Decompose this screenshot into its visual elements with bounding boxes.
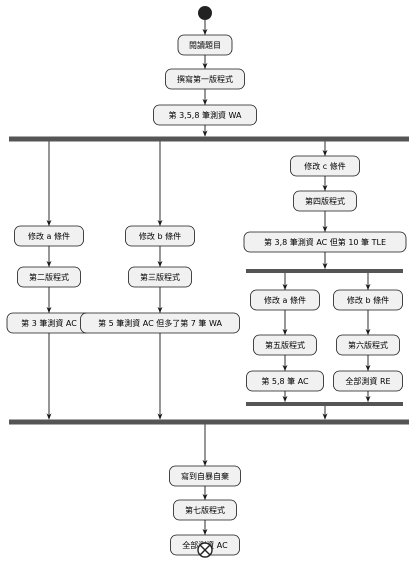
activity-node-box (125, 225, 195, 247)
join-bar (9, 419, 409, 425)
activity-node-box (165, 68, 245, 90)
activity-node-box (253, 334, 317, 356)
activity-node-box (14, 225, 84, 247)
activity-node: 寫到自暴自棄 (169, 465, 241, 487)
activity-node-box (246, 370, 324, 392)
activity-node-label: 第 5 筆測資 AC 但多了第 7 筆 WA (98, 318, 222, 328)
activity-node-box (128, 266, 192, 288)
activity-node-box (169, 465, 241, 487)
join-bar (246, 402, 403, 406)
activity-node-label: 修改 a 條件 (264, 295, 306, 305)
activity-node-label: 第二版程式 (29, 272, 69, 282)
activity-node-label: 第 3,8 筆測資 AC 但第 10 筆 TLE (264, 237, 386, 247)
activity-node: 第 5,8 筆 AC (246, 370, 324, 392)
activity-node-label: 全部測資 RE (345, 376, 390, 386)
sync-bars-layer (9, 136, 409, 425)
activity-node-box (177, 34, 233, 56)
activity-node: 修改 c 條件 (290, 155, 360, 177)
activity-node-label: 修改 c 條件 (304, 161, 345, 171)
activity-node-box (173, 499, 237, 521)
activity-node: 第 3,8 筆測資 AC 但第 10 筆 TLE (243, 231, 407, 253)
edges-layer (46, 20, 371, 555)
activity-node-box (250, 289, 320, 311)
activity-node-box (333, 289, 403, 311)
activity-node: 第七版程式 (173, 499, 237, 521)
end-node (197, 542, 213, 558)
activity-node: 第 3,5,8 筆測資 WA (153, 104, 257, 126)
activity-node-label: 第 3 筆測資 AC (21, 318, 77, 328)
activity-node: 第二版程式 (17, 266, 81, 288)
activity-node: 修改 b 條件 (125, 225, 195, 247)
activity-node: 第 3 筆測資 AC (6, 312, 92, 334)
activity-node-box (80, 312, 240, 334)
fork-bar (246, 269, 403, 273)
activity-node: 第四版程式 (293, 190, 357, 212)
start-node (198, 6, 212, 20)
activity-node-label: 第六版程式 (348, 340, 388, 350)
activity-node: 修改 b 條件 (333, 289, 403, 311)
activity-node: 全部測資 RE (333, 370, 403, 392)
activity-node: 第三版程式 (128, 266, 192, 288)
activity-node: 修改 a 條件 (250, 289, 320, 311)
activity-node-label: 修改 b 條件 (347, 295, 389, 305)
activity-node-label: 修改 b 條件 (139, 231, 181, 241)
activity-node-box (336, 334, 400, 356)
activity-node-label: 寫到自暴自棄 (181, 471, 229, 481)
activity-node-label: 修改 a 條件 (28, 231, 70, 241)
activity-node-label: 撰寫第一版程式 (177, 74, 233, 84)
activity-node-label: 第五版程式 (265, 340, 305, 350)
activity-node-label: 第 3,5,8 筆測資 WA (169, 110, 242, 120)
activity-node-box (153, 104, 257, 126)
activity-node-box (290, 155, 360, 177)
activity-node: 第六版程式 (336, 334, 400, 356)
activity-node-label: 第四版程式 (305, 196, 345, 206)
activity-node-label: 第三版程式 (140, 272, 180, 282)
activity-node-box (333, 370, 403, 392)
activity-node-box (17, 266, 81, 288)
fork-bar (9, 136, 409, 142)
activity-node-box (243, 231, 407, 253)
activity-node-label: 第 5,8 筆 AC (261, 376, 309, 386)
activity-node: 閱讀題目 (177, 34, 233, 56)
activity-node: 第五版程式 (253, 334, 317, 356)
activity-node-box (293, 190, 357, 212)
activity-node-label: 第七版程式 (185, 505, 225, 515)
activity-node: 第 5 筆測資 AC 但多了第 7 筆 WA (80, 312, 240, 334)
activity-node: 修改 a 條件 (14, 225, 84, 247)
activity-node-label: 閱讀題目 (189, 40, 221, 50)
activity-node: 撰寫第一版程式 (165, 68, 245, 90)
